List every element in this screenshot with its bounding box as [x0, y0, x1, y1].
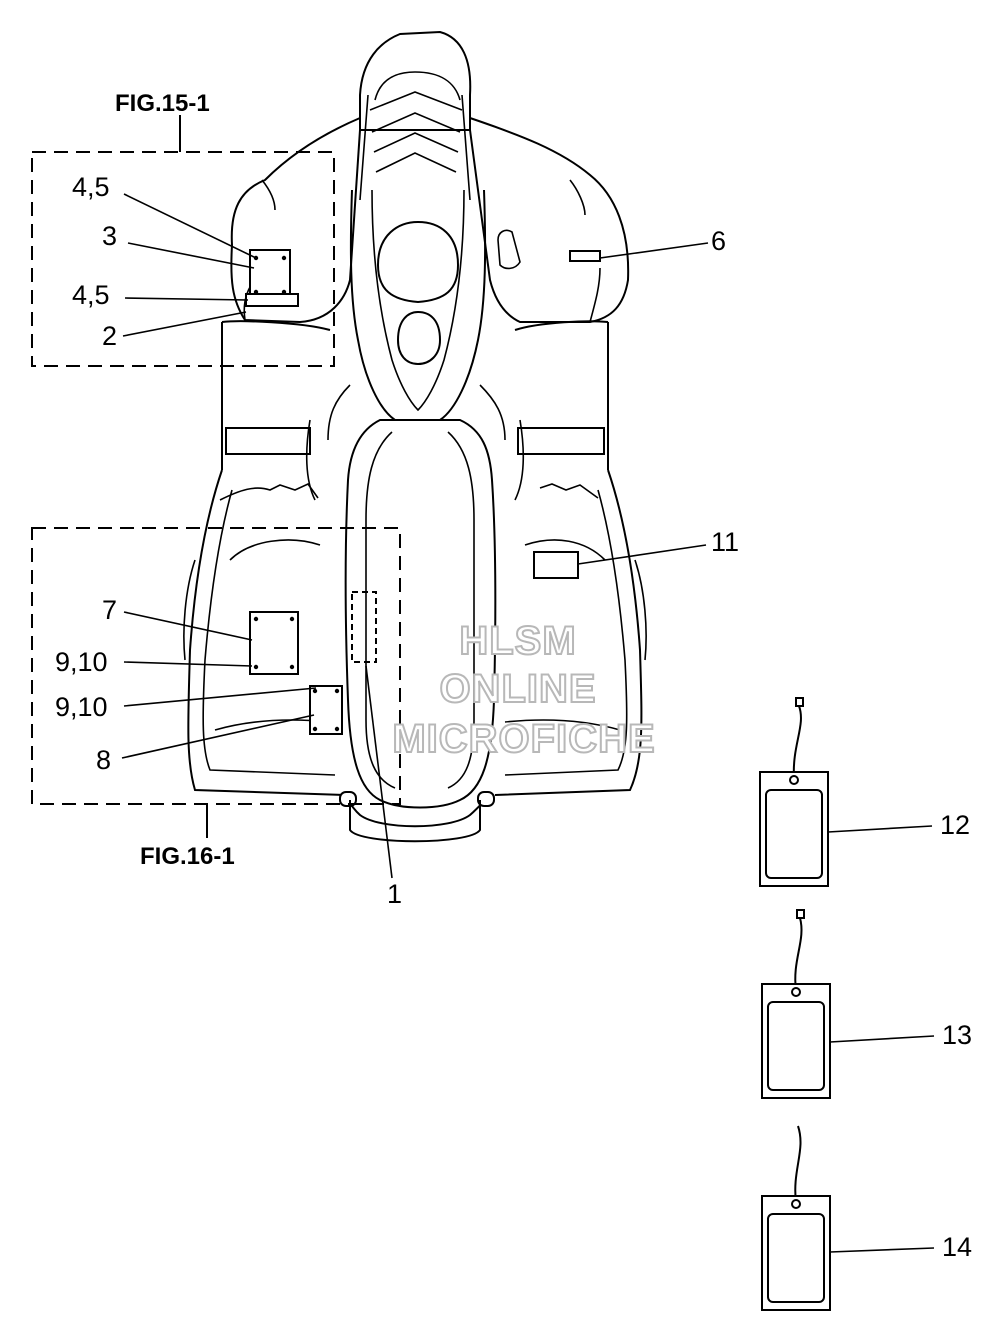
fig-15-1-label: FIG.15-1	[115, 90, 210, 117]
fig-16-1-box	[31, 527, 401, 805]
callout-7: 7	[102, 595, 117, 625]
callout-8: 8	[96, 745, 111, 775]
decal-item-8	[309, 685, 343, 735]
watermark-line-2: ONLINE	[439, 667, 596, 711]
callout-3: 3	[102, 221, 117, 251]
label-decals	[245, 249, 601, 735]
callout-4-5-bottom: 4,5	[72, 280, 110, 310]
hang-tag-12	[759, 697, 829, 887]
callout-12: 12	[940, 810, 970, 840]
decal-item-6	[569, 250, 601, 262]
callout-13: 13	[942, 1020, 972, 1050]
fig-16-1-label: FIG.16-1	[140, 843, 235, 870]
callout-4-5-top: 4,5	[72, 172, 110, 202]
callout-9-10-bottom: 9,10	[55, 692, 108, 722]
callout-9-10-top: 9,10	[55, 647, 108, 677]
hang-tag-14	[761, 1125, 831, 1311]
decal-item-2	[245, 293, 299, 307]
callout-1: 1	[387, 879, 402, 909]
decal-item-7	[249, 611, 299, 675]
watermark-line-1: HLSM	[459, 619, 576, 663]
callout-14: 14	[942, 1232, 972, 1262]
decal-item-1	[351, 591, 377, 663]
hang-tag-13	[761, 909, 831, 1099]
callout-11: 11	[711, 527, 739, 557]
atv-body-outline	[183, 30, 647, 843]
watermark: HLSM ONLINE MICROFICHE	[391, 618, 655, 762]
watermark-line-3: MICROFICHE	[392, 717, 655, 761]
decal-item-11	[533, 551, 579, 579]
callout-6: 6	[711, 226, 726, 256]
fig-15-1-box	[31, 151, 335, 367]
leader-lines	[121, 193, 935, 1253]
callout-2: 2	[102, 321, 117, 351]
